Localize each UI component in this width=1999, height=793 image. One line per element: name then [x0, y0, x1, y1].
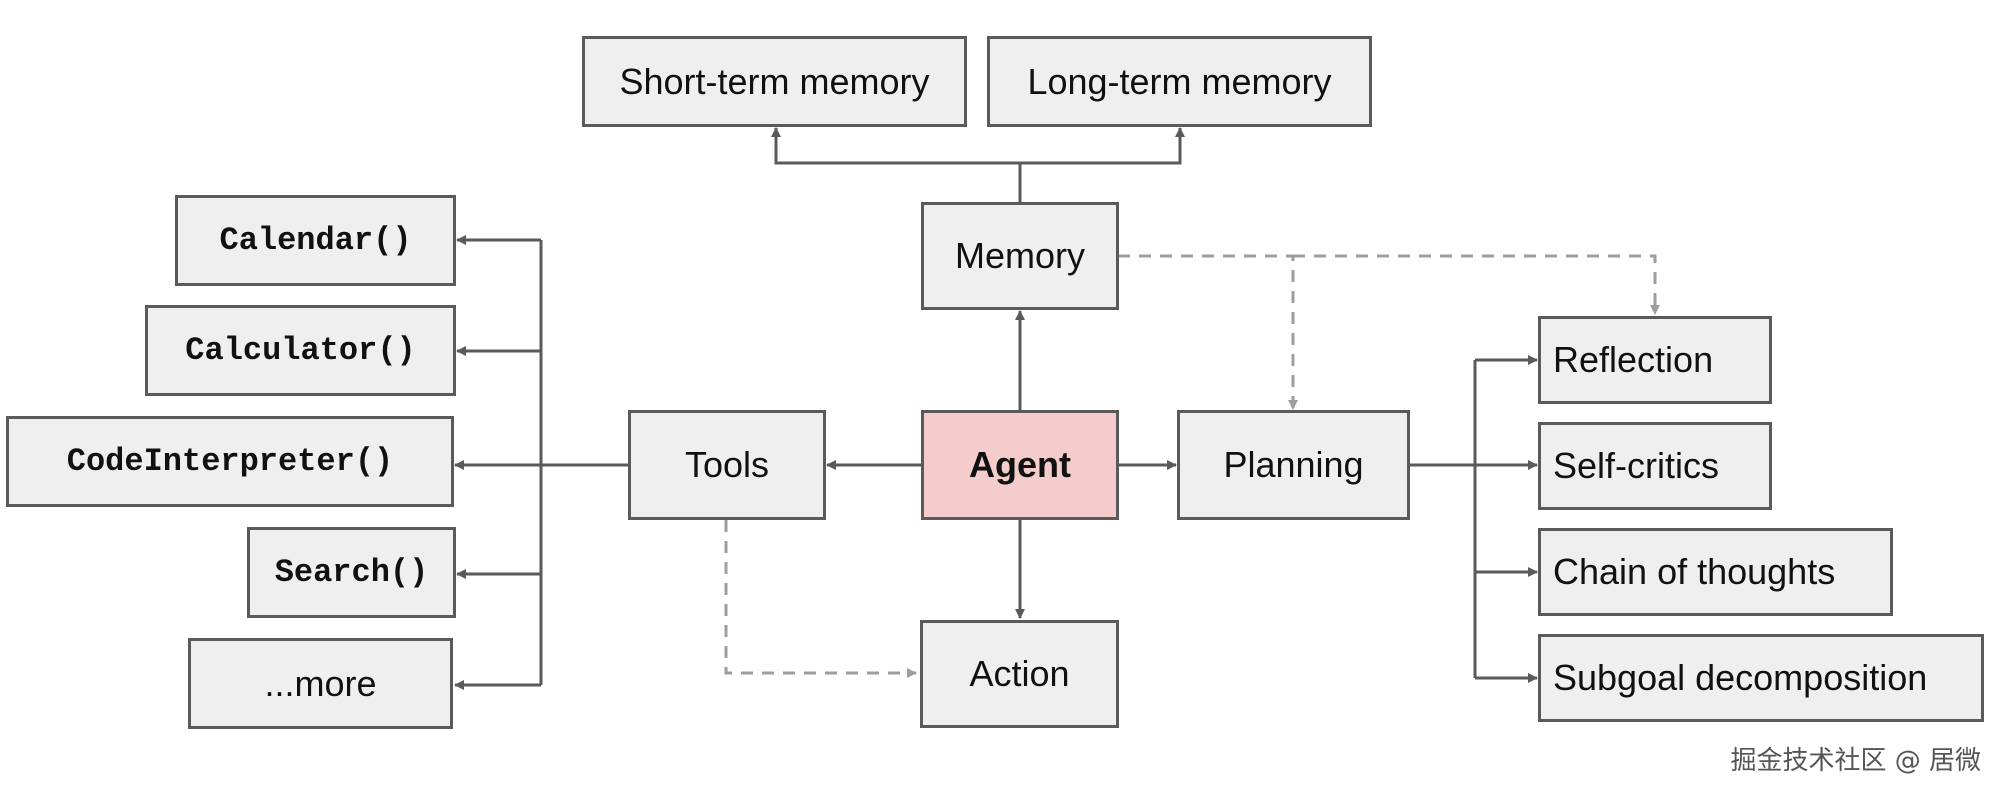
planning-label: Planning	[1223, 444, 1364, 485]
search-label: Search()	[274, 554, 429, 591]
planning-node: Planning	[1177, 410, 1410, 520]
self-critics-node: Self-critics	[1538, 422, 1772, 510]
agent-node: Agent	[921, 410, 1119, 520]
memory-label: Memory	[954, 235, 1085, 276]
calculator-label: Calculator()	[185, 332, 416, 369]
planning-bus-line	[1410, 360, 1477, 678]
dashed-memory-to-planning	[1118, 254, 1298, 410]
subgoal-decomposition-node: Subgoal decomposition	[1538, 634, 1984, 722]
arrow-to-long-term-memory	[1020, 127, 1185, 165]
subgoal-decomposition-label: Subgoal decomposition	[1553, 657, 1928, 698]
agent-label: Agent	[969, 444, 1071, 485]
long-term-memory-label: Long-term memory	[1027, 60, 1332, 102]
tools-label: Tools	[684, 444, 770, 485]
tools-bus-line	[539, 240, 628, 685]
memory-node: Memory	[921, 202, 1119, 310]
short-term-memory-node: Short-term memory	[582, 36, 967, 127]
code-interpreter-node: CodeInterpreter()	[6, 416, 454, 507]
code-interpreter-label: CodeInterpreter()	[66, 443, 394, 480]
dashed-tools-to-action	[724, 520, 917, 678]
self-critics-label: Self-critics	[1553, 445, 1720, 486]
dashed-memory-to-reflection	[1293, 254, 1660, 315]
search-node: Search()	[247, 527, 456, 618]
action-node: Action	[920, 620, 1119, 728]
short-term-memory-label: Short-term memory	[619, 60, 930, 102]
calendar-node: Calendar()	[175, 195, 456, 286]
chain-of-thoughts-label: Chain of thoughts	[1553, 551, 1836, 592]
reflection-label: Reflection	[1553, 339, 1714, 380]
memory-to-memory-types-connector	[774, 128, 1022, 202]
arrow-to-short-term-memory	[771, 127, 1020, 165]
calculator-node: Calculator()	[145, 305, 456, 396]
tools-node: Tools	[628, 410, 826, 520]
watermark-text: 掘金技术社区 @ 居微	[1730, 746, 1981, 776]
chain-of-thoughts-node: Chain of thoughts	[1538, 528, 1893, 616]
action-label: Action	[969, 653, 1070, 694]
reflection-node: Reflection	[1538, 316, 1772, 404]
calendar-label: Calendar()	[219, 222, 412, 259]
more-node: ...more	[188, 638, 453, 729]
more-label: ...more	[264, 662, 377, 704]
long-term-memory-node: Long-term memory	[987, 36, 1372, 127]
